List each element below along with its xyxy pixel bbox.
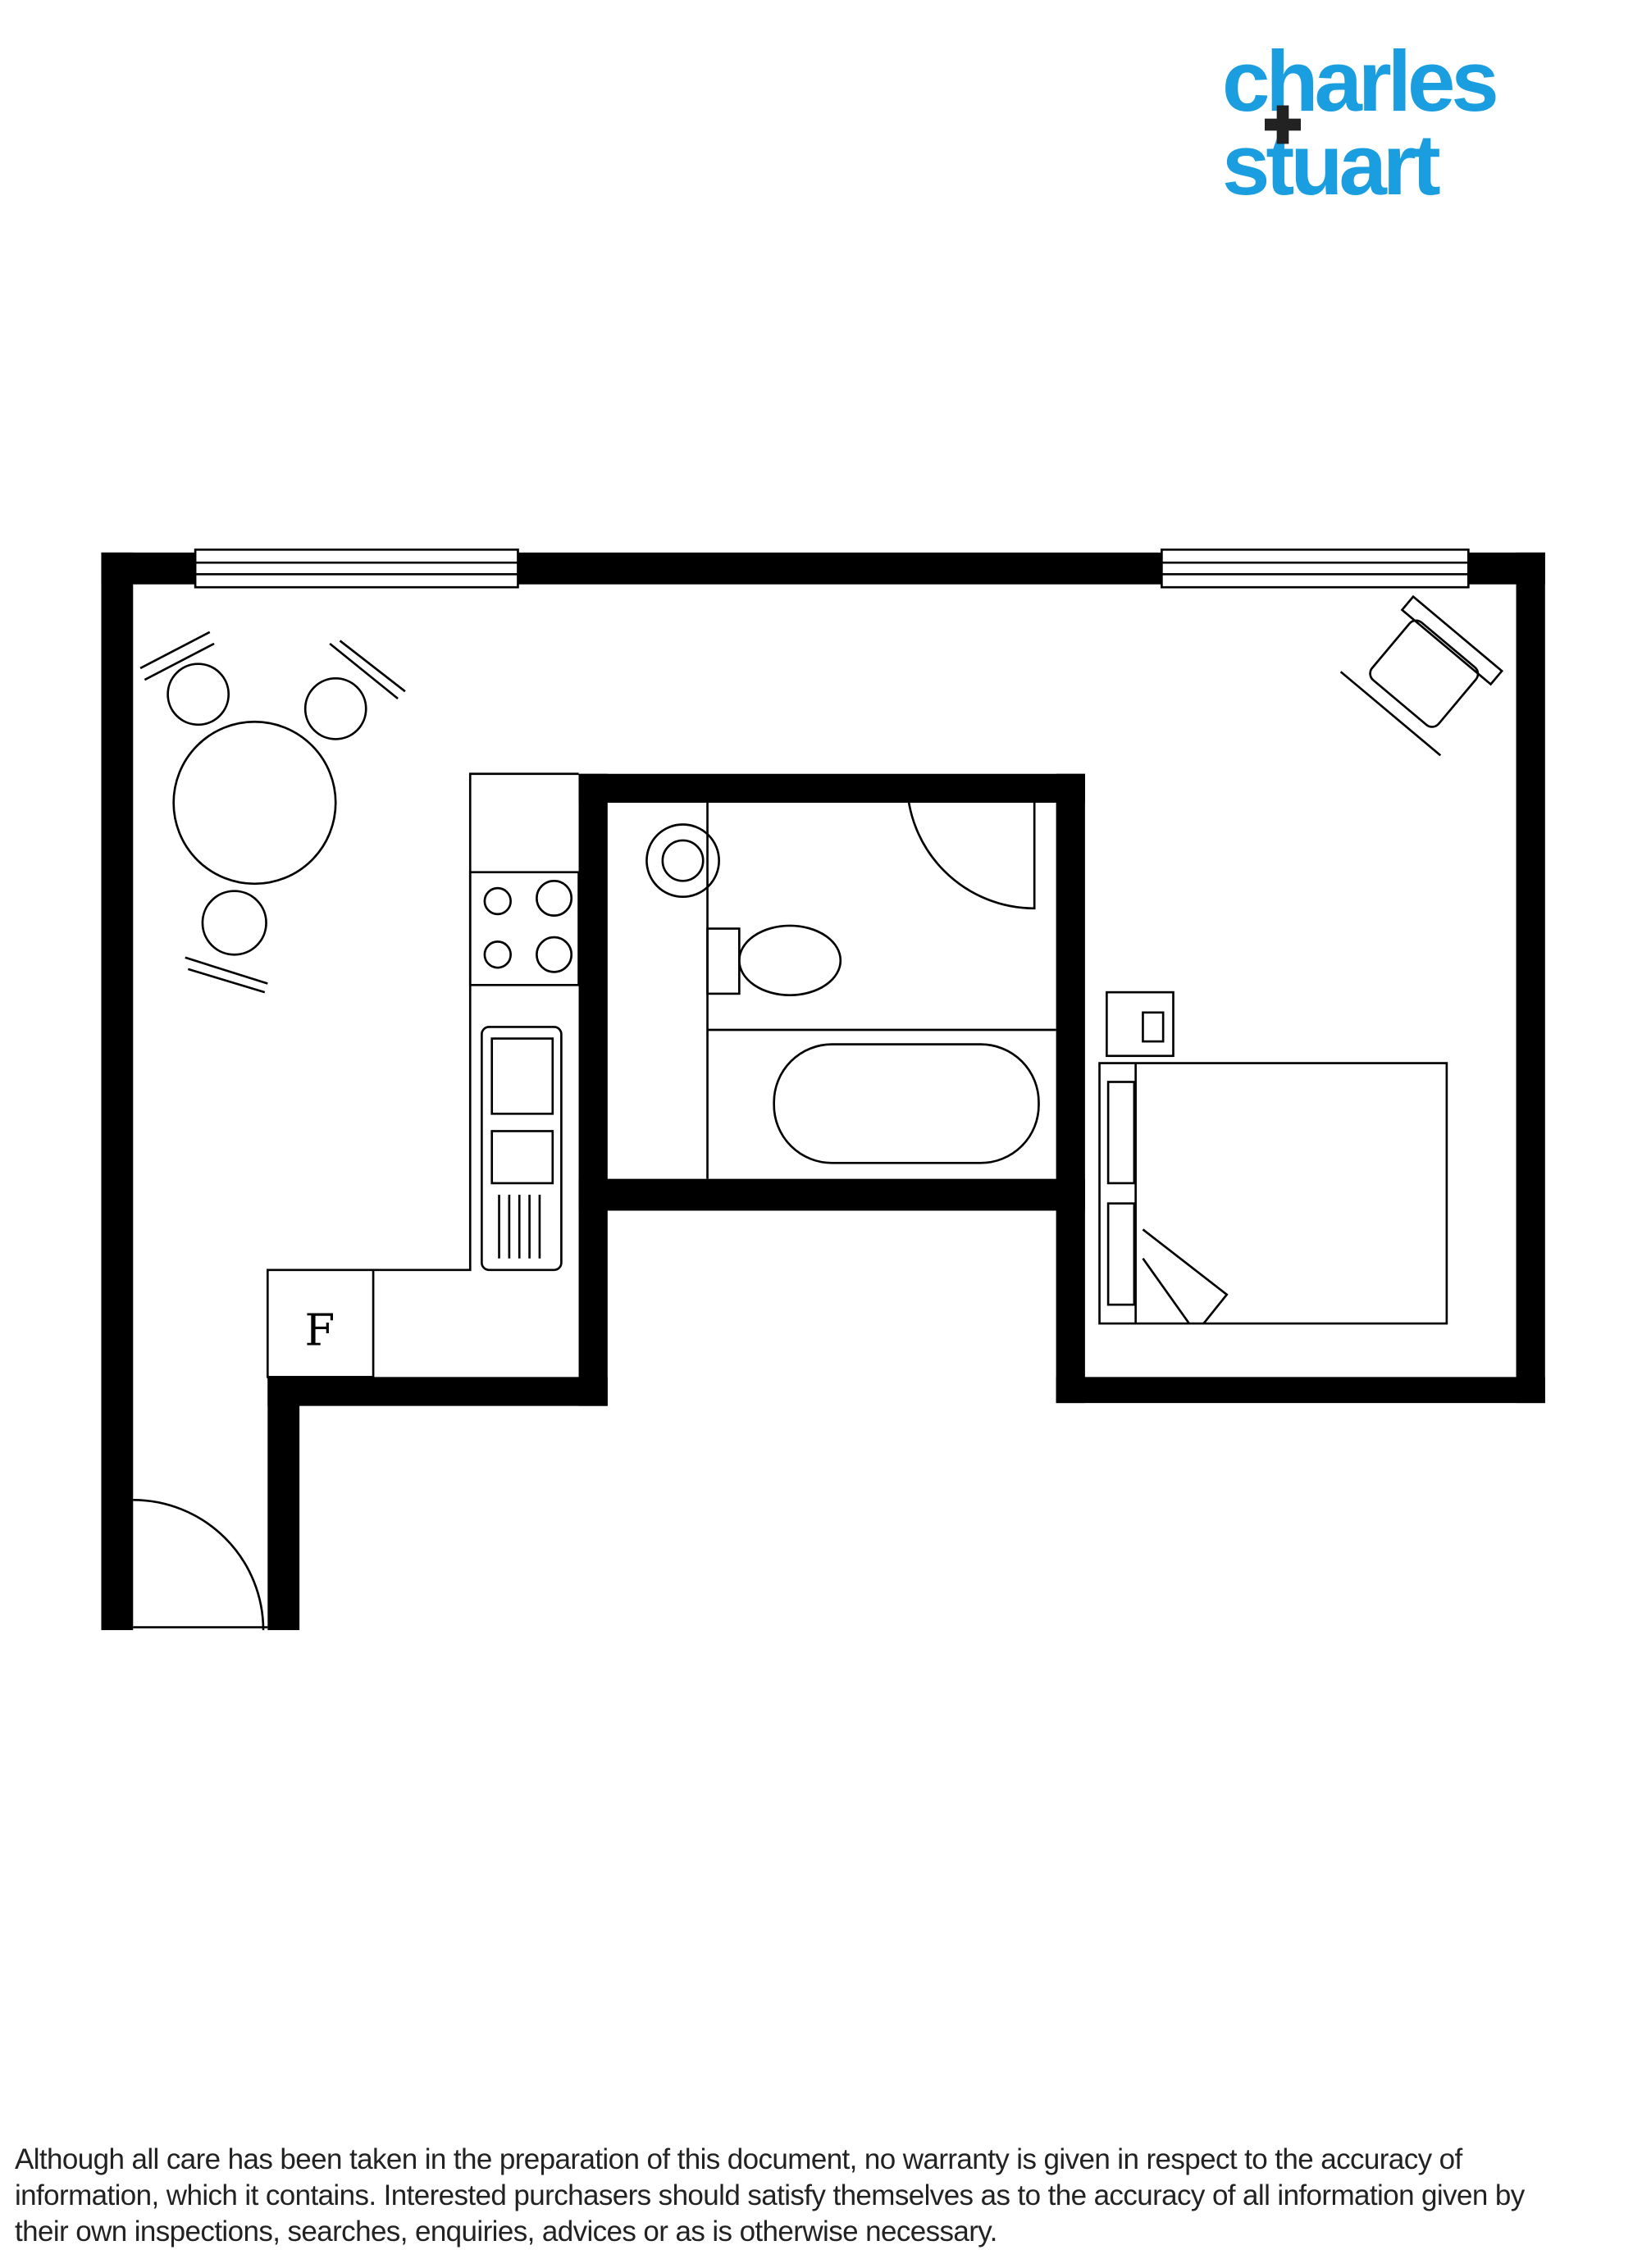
kitchen xyxy=(266,772,580,1378)
logo-line-1: charles xyxy=(1222,34,1499,130)
fixtures xyxy=(133,594,1504,1631)
entry-door xyxy=(133,1498,268,1631)
disclaimer: Although all care has been taken in the … xyxy=(15,2142,1639,2250)
disclaimer-line-2: information, which it contains. Interest… xyxy=(15,2179,1525,2211)
logo-line-2: stuart xyxy=(1222,117,1441,213)
disclaimer-line-1: Although all care has been taken in the … xyxy=(15,2143,1462,2175)
armchair xyxy=(1339,594,1504,757)
bathroom xyxy=(645,781,1056,1179)
plus-icon xyxy=(1265,105,1301,144)
windows xyxy=(194,549,1470,589)
disclaimer-line-3: their own inspections, searches, enquiri… xyxy=(15,2216,997,2248)
charles-stuart-logo: charles stuart xyxy=(1222,34,1624,213)
dining-set xyxy=(139,631,406,994)
bedroom xyxy=(1098,991,1448,1325)
fridge-label: F xyxy=(304,1306,335,1356)
walls xyxy=(101,552,1545,1631)
